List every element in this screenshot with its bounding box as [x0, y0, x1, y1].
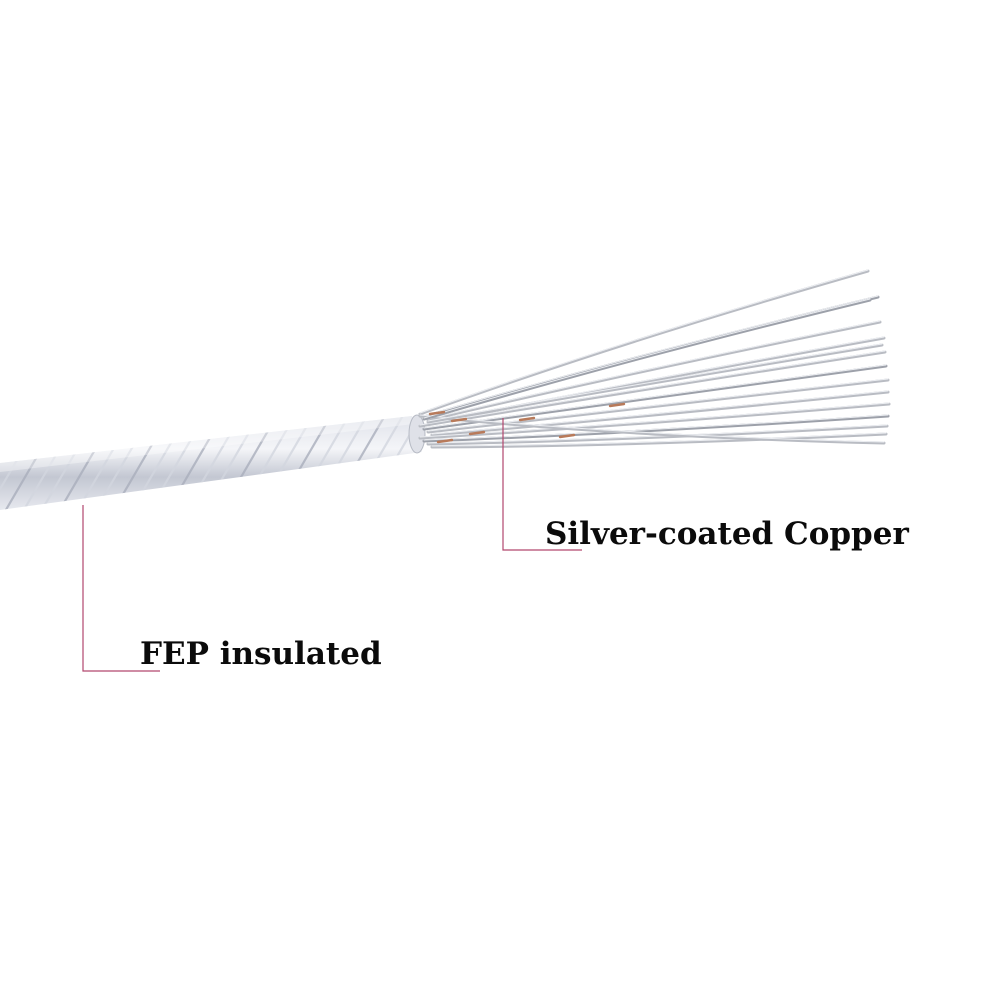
wire-strand [418, 269, 870, 416]
wire-strand-highlight [423, 298, 871, 419]
wire-strand-highlight [427, 424, 888, 444]
wire-strand [422, 298, 872, 421]
exposed-strands [418, 269, 891, 449]
wire-strand-highlight [419, 414, 885, 443]
wire-strand [426, 378, 890, 434]
wire-strand-highlight [431, 432, 887, 447]
copper-glint [468, 430, 486, 436]
leader-line-fep [82, 505, 160, 672]
wire-strand-highlight [427, 378, 889, 432]
wire-strand [418, 402, 891, 440]
wire-strand-highlight [419, 350, 886, 426]
wire-strand-highlight [423, 414, 889, 441]
wire-strand-highlight [427, 320, 881, 420]
wire-strand-highlight [423, 364, 887, 429]
wire-strand [426, 343, 884, 424]
conductor-label: Silver-coated Copper [545, 516, 909, 552]
wire-strand-highlight [423, 295, 879, 417]
copper-glint [450, 417, 468, 423]
wire-strand [426, 424, 889, 446]
wire-strand-highlight [427, 343, 883, 422]
insulation-label: FEP insulated [140, 636, 382, 672]
wire-strand-highlight [431, 390, 889, 435]
wire-strand [430, 390, 890, 437]
wire-strand [426, 320, 882, 422]
wire-strand [418, 350, 887, 428]
copper-glint [608, 402, 626, 408]
wire-strand [430, 432, 888, 449]
copper-glint [436, 438, 454, 444]
copper-glint [558, 433, 576, 439]
leader-line-copper [502, 418, 582, 551]
copper-glint [428, 410, 446, 416]
wire-strand [422, 414, 890, 443]
wire-strand-highlight [419, 269, 869, 414]
copper-glint [518, 416, 536, 422]
wire-strand [418, 414, 886, 445]
